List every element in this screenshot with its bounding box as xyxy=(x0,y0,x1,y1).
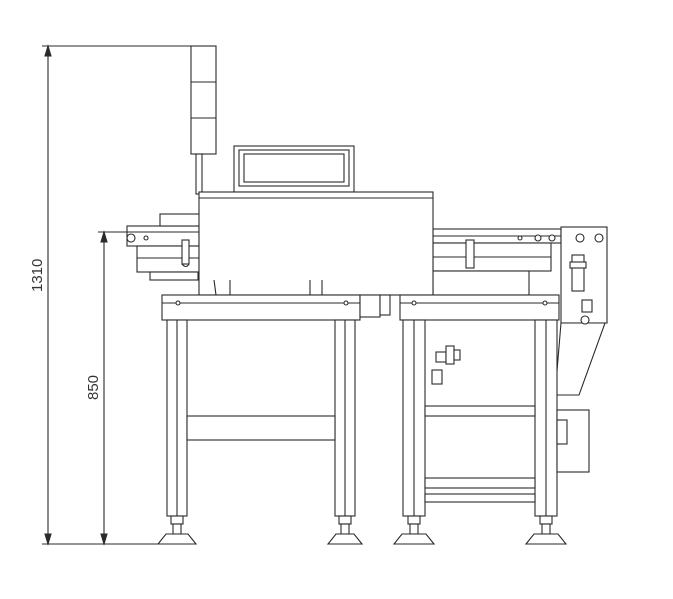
leveling-feet xyxy=(156,515,568,545)
reject-unit xyxy=(554,226,608,396)
infeed-conveyor xyxy=(126,213,201,281)
foot-3 xyxy=(392,515,436,545)
pneumatic-valve xyxy=(431,345,461,385)
right-stand-top xyxy=(399,294,560,321)
hmi-display xyxy=(233,145,355,193)
dimension-conveyor-height xyxy=(98,230,128,546)
signal-tower xyxy=(190,45,217,195)
left-stand-legs xyxy=(166,319,356,517)
outfeed-conveyor xyxy=(432,228,562,296)
right-stand-legs xyxy=(402,319,590,517)
dimension-overall-height xyxy=(42,44,192,546)
left-stand-top xyxy=(161,294,391,321)
foot-2 xyxy=(326,515,364,545)
foot-1 xyxy=(156,515,198,545)
dimension-label-1310: 1310 xyxy=(29,259,46,292)
dimension-label-850: 850 xyxy=(85,375,102,400)
foot-4 xyxy=(524,515,568,545)
weighing-housing xyxy=(198,191,434,296)
